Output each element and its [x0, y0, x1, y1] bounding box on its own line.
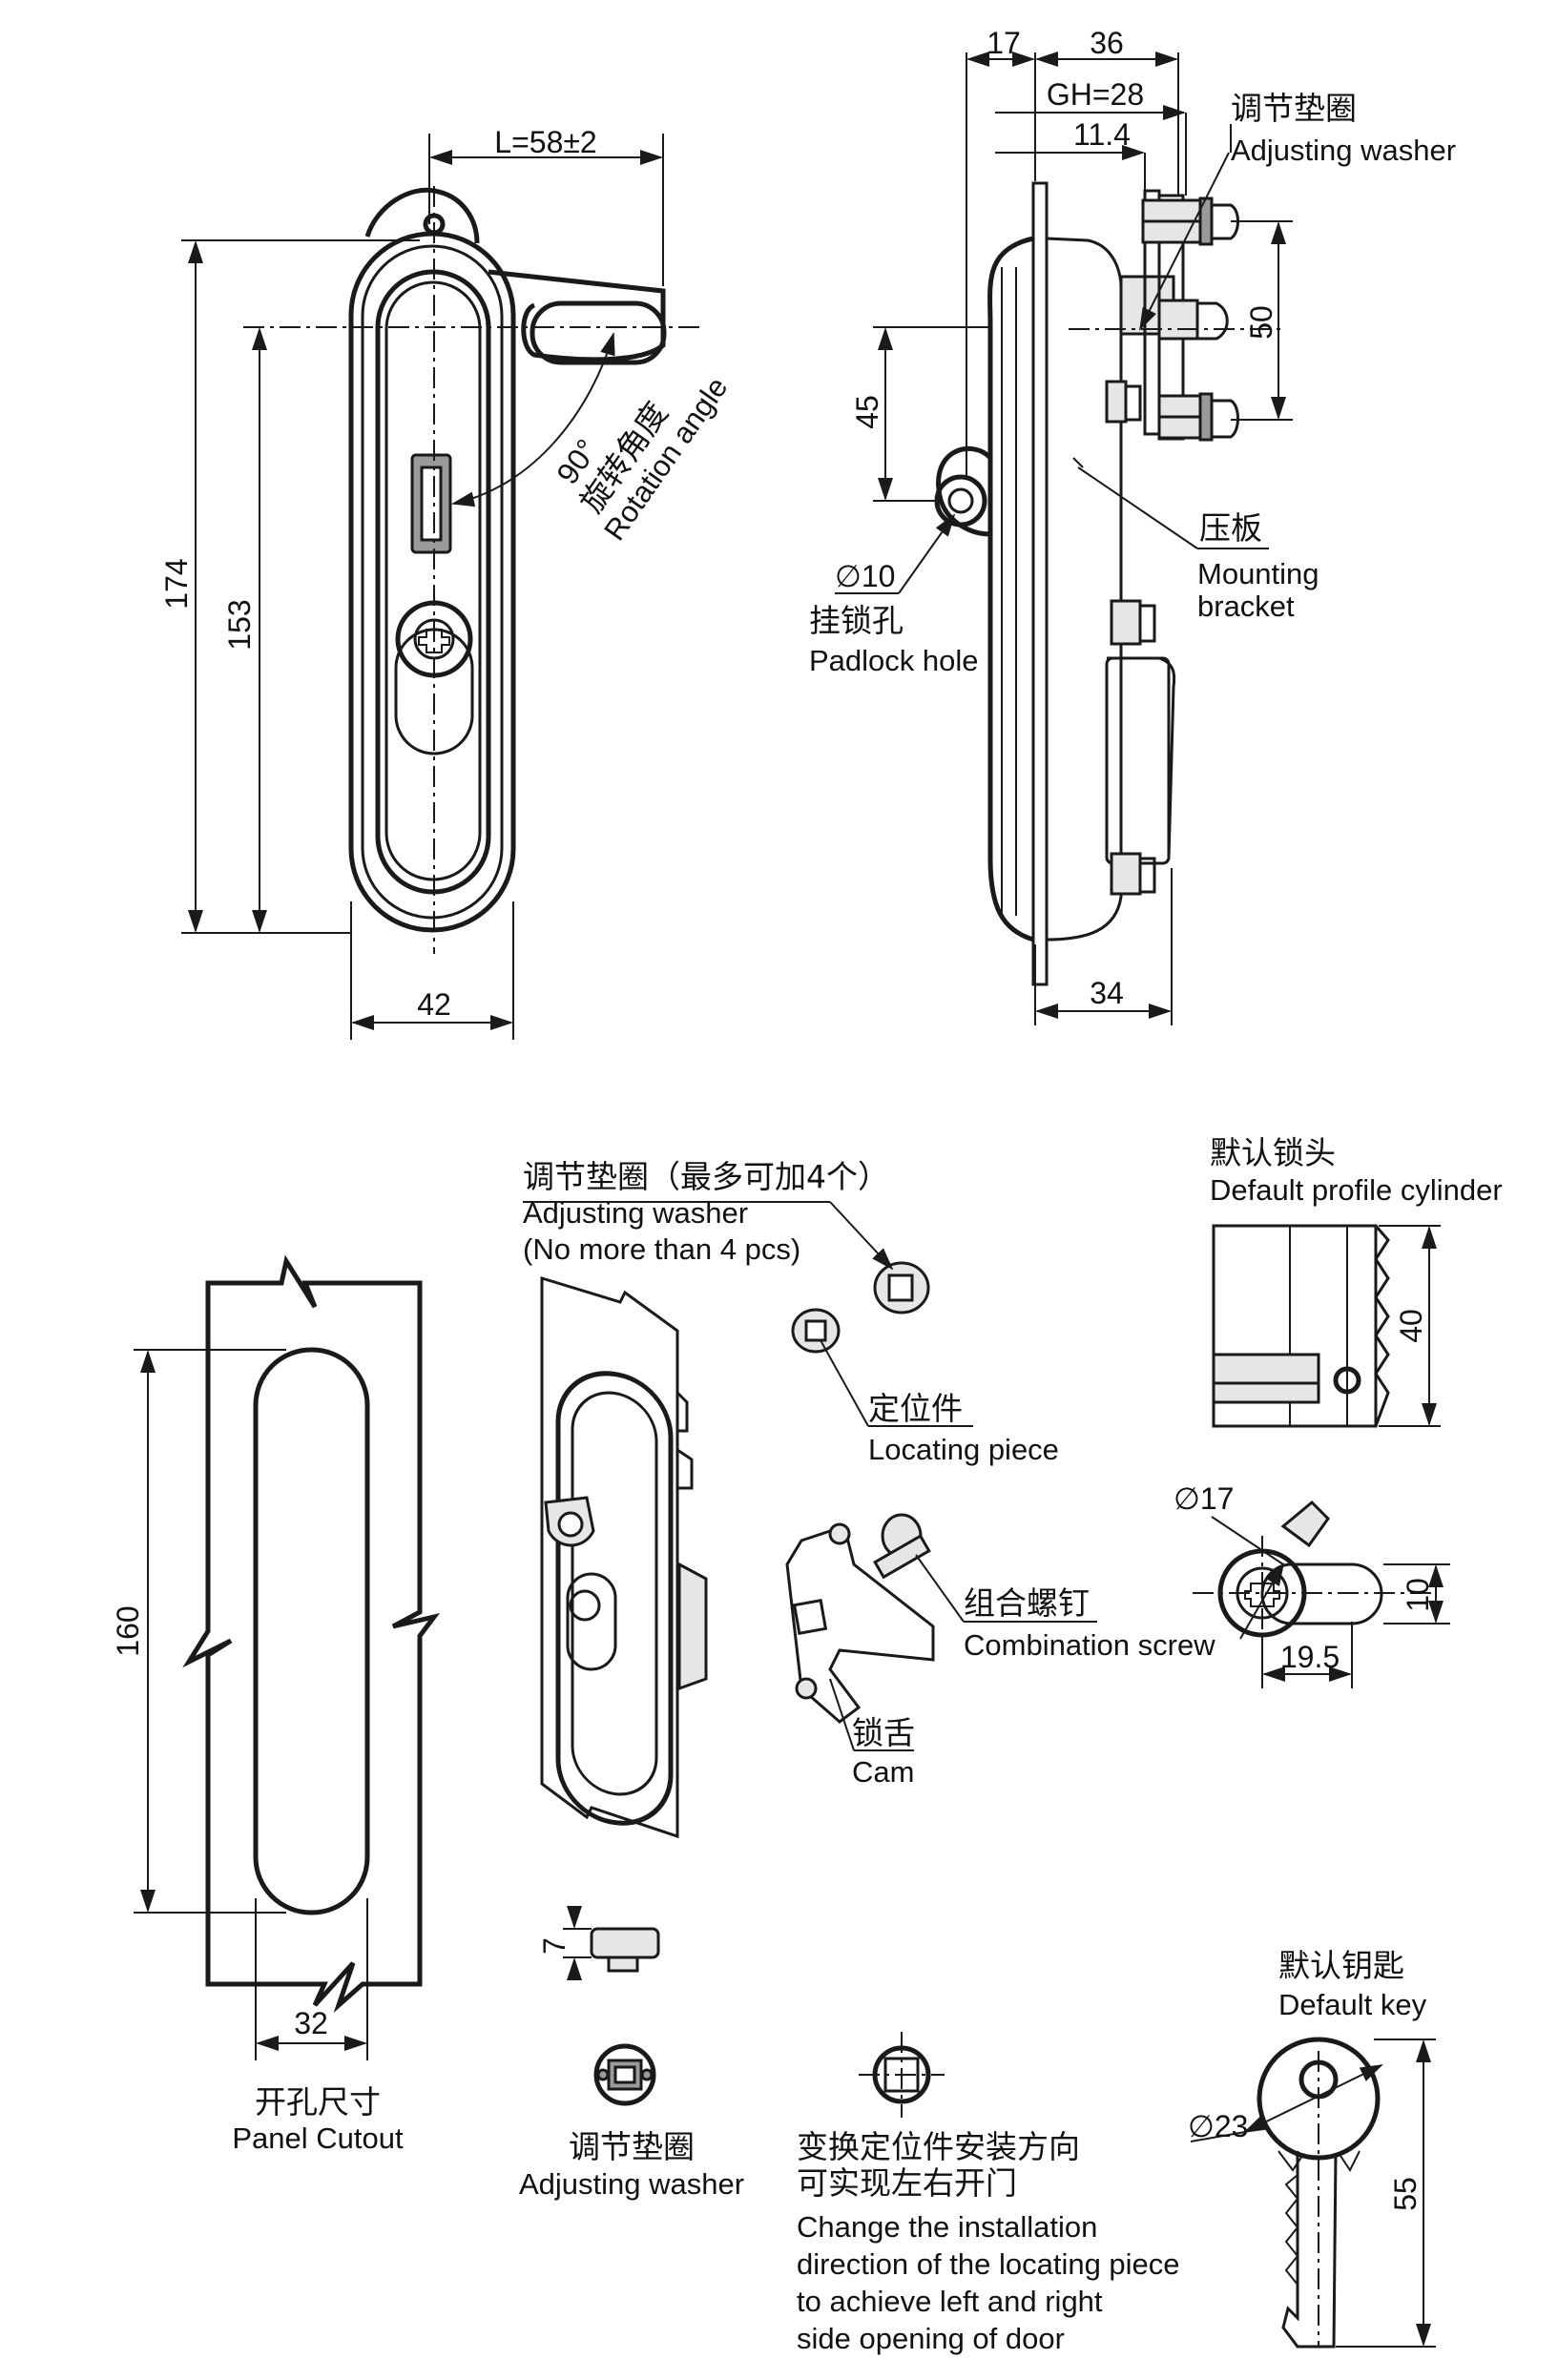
middle-screw [1157, 299, 1229, 341]
front-view: L=58±2 174 153 42 90° 旋转角度 Rotation angl… [159, 125, 735, 1040]
key-label-en: Default key [1278, 1988, 1427, 2021]
note-en-2: direction of the locating piece [797, 2247, 1180, 2281]
mounting-bracket-en-1: Mounting [1197, 557, 1319, 590]
cylinder-body [1212, 1224, 1378, 1428]
dim-gh: GH=28 [1047, 77, 1144, 112]
washer-thickness: 7 [537, 1937, 571, 1955]
mounting-bracket-en-2: bracket [1197, 590, 1295, 623]
locating-piece-en: Locating piece [868, 1433, 1059, 1466]
key-blade [1281, 2151, 1338, 2349]
dim-height-total: 174 [159, 558, 194, 609]
cutout-height: 160 [111, 1605, 145, 1656]
lower-washer-stack [1157, 392, 1239, 442]
cam-en: Cam [852, 1755, 914, 1789]
mounting-bracket-cn: 压板 [1199, 509, 1262, 547]
dim-45: 45 [850, 395, 884, 429]
key-label-cn: 默认钥匙 [1278, 1947, 1404, 1984]
note-en-4: side opening of door [797, 2322, 1065, 2355]
cylinder-cam [1212, 1353, 1320, 1404]
cutout-label-cn: 开孔尺寸 [255, 2083, 381, 2121]
washer-max-en-1: Adjusting washer [523, 1196, 748, 1230]
washer-boss [607, 1956, 639, 1973]
dim-50: 50 [1244, 305, 1278, 340]
iso-cylinder-recess [566, 1572, 617, 1671]
washer-max-cn: 调节垫圈（最多可加4个） [523, 1158, 889, 1195]
side-view: 17 36 GH=28 11.4 50 45 34 ∅10 调节垫圈 Adjus… [809, 26, 1456, 1025]
cylinder-detail: 默认锁头 Default profile cylinder 40 ∅17 10 … [1174, 1134, 1503, 1688]
cylinder-label-en: Default profile cylinder [1210, 1173, 1503, 1207]
cylinder-diameter: ∅17 [1174, 1481, 1234, 1516]
adjusting-washer-stack [1141, 197, 1239, 246]
housing-inner-rim [361, 244, 504, 920]
cylinder-pin [1333, 1366, 1361, 1395]
cylinder-length: 19.5 [1280, 1640, 1340, 1674]
washer-label-en: Adjusting washer [519, 2167, 744, 2201]
panel-cutout: 160 32 开孔尺寸 Panel Cutout [111, 1254, 441, 2155]
combination-screw-cn: 组合螺钉 [964, 1584, 1090, 1622]
cylinder-height: 40 [1394, 1309, 1428, 1343]
washer-detail: 7 调节垫圈 Adjusting washer [519, 1906, 744, 2201]
cutout-width: 32 [294, 2006, 328, 2040]
housing-back [1046, 237, 1123, 942]
dim-padlock-diameter: ∅10 [835, 559, 895, 593]
housing-outer [348, 231, 516, 933]
cutout-slot [253, 1347, 370, 1915]
cam-cn: 锁舌 [852, 1714, 915, 1751]
washer-side [590, 1927, 660, 1959]
iso-handle [571, 1391, 658, 1796]
cutout-label-en: Panel Cutout [232, 2121, 404, 2155]
note-en-1: Change the installation [797, 2210, 1097, 2244]
rotation-arc [451, 332, 615, 507]
washer-front [593, 2043, 656, 2106]
note-cn-2: 可实现左右开门 [797, 2164, 1017, 2202]
iso-cam [785, 1524, 935, 1724]
iso-adjusting-washer [873, 1261, 930, 1314]
key-detail: 默认钥匙 Default key ∅23 55 [1188, 1947, 1436, 2349]
panel-outline [182, 1254, 441, 2014]
locating-note: 变换定位件安装方向 可实现左右开门 Change the installatio… [797, 2032, 1180, 2355]
left-screw-upper [1105, 380, 1142, 424]
adjusting-washer-cn: 调节垫圈 [1231, 90, 1357, 127]
housing-profile [987, 236, 1034, 942]
dim-11-4: 11.4 [1073, 117, 1131, 152]
iso-cylinder [569, 1589, 601, 1622]
handle-body [375, 269, 491, 895]
key-cuts [1284, 2174, 1299, 2286]
key-diameter: ∅23 [1188, 2109, 1248, 2143]
cylinder-break [1374, 1225, 1390, 1427]
cylinder-housing [1105, 599, 1176, 896]
cylinder-end-tab [1280, 1500, 1330, 1548]
padlock-hole-en: Padlock hole [809, 644, 979, 677]
mounting-plate [1031, 181, 1049, 986]
cylinder-width: 10 [1401, 1578, 1435, 1612]
note-en-3: to achieve left and right [797, 2285, 1103, 2318]
padlock-hole-cn: 挂锁孔 [809, 602, 904, 639]
iso-combination-screw [873, 1513, 931, 1580]
cylinder-keyway [418, 629, 450, 653]
dim-17: 17 [987, 26, 1021, 60]
iso-rear-body [677, 1562, 708, 1691]
iso-housing [555, 1371, 674, 1826]
padlock-hole [934, 474, 987, 528]
washer-max-en-2: (No more than 4 pcs) [523, 1232, 800, 1266]
combination-screw-en: Combination screw [964, 1628, 1215, 1662]
locating-piece-cn: 定位件 [868, 1390, 963, 1427]
dim-36: 36 [1090, 26, 1124, 60]
key-length: 55 [1388, 2177, 1423, 2211]
dim-length: L=58±2 [494, 125, 596, 159]
cylinder-label-cn: 默认锁头 [1210, 1134, 1336, 1171]
dim-line-key-diameter [1243, 2064, 1383, 2133]
adjusting-washer-en: Adjusting washer [1231, 134, 1456, 167]
slot-inner [420, 466, 443, 542]
washer-label-cn: 调节垫圈 [569, 2128, 695, 2165]
iso-plate [540, 1275, 679, 1839]
note-cn-1: 变换定位件安装方向 [797, 2128, 1080, 2165]
exploded-view: 调节垫圈（最多可加4个） Adjusting washer (No more t… [523, 1158, 1215, 1839]
dim-width: 42 [417, 987, 451, 1022]
iso-locating-piece [791, 1308, 841, 1354]
dim-height-inner: 153 [222, 599, 257, 650]
dim-34: 34 [1090, 976, 1124, 1010]
